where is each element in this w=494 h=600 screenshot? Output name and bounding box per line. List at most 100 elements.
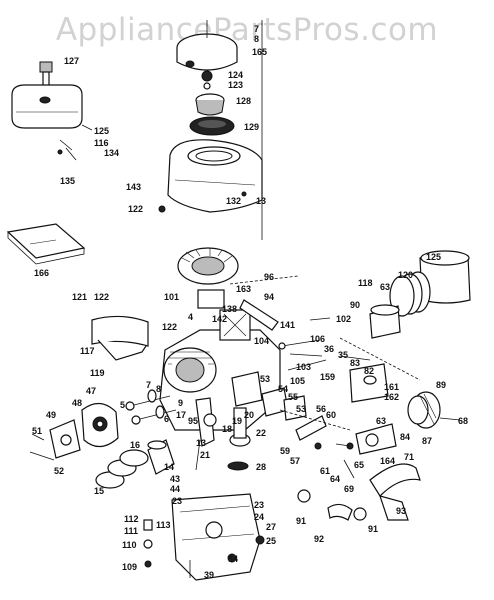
label-39: 39: [204, 570, 215, 580]
label-127: 127: [64, 56, 80, 66]
label-161: 161: [384, 382, 400, 392]
label-82: 82: [364, 366, 375, 376]
part-129-spring: [189, 116, 235, 136]
label-95: 95: [188, 416, 199, 426]
label-111: 111: [124, 526, 139, 536]
label-52: 52: [54, 466, 65, 476]
label-143: 143: [126, 182, 142, 192]
label-110: 110: [122, 540, 137, 550]
part-14-piston: [147, 439, 175, 475]
label-14: 14: [164, 462, 175, 472]
label-21: 21: [200, 450, 211, 460]
label-35: 35: [338, 350, 349, 360]
part-125-air-cleaner: [419, 250, 471, 304]
part-164-float: [355, 423, 397, 455]
label-22: 22: [256, 428, 267, 438]
label-141: 141: [280, 320, 296, 330]
label-138: 138: [222, 304, 238, 314]
label-125: 125: [94, 126, 110, 136]
label-113: 113: [156, 520, 171, 530]
label-36: 36: [324, 344, 335, 354]
label-71: 71: [404, 452, 415, 462]
part-91-clamp: [297, 489, 367, 521]
label-6: 6: [164, 414, 170, 424]
label-8: 8: [254, 34, 260, 44]
part-93-elbow: [369, 463, 421, 521]
label-104: 104: [254, 336, 270, 346]
label-7-b: 7: [146, 380, 152, 390]
part-124-washer: [201, 70, 213, 90]
label-102: 102: [336, 314, 352, 324]
label-44: 44: [170, 484, 181, 494]
label-101: 101: [164, 292, 180, 302]
label-56: 56: [316, 404, 327, 414]
label-159: 159: [320, 372, 336, 382]
label-55: 55: [288, 392, 299, 402]
label-122-b: 122: [94, 292, 110, 302]
label-60: 60: [326, 410, 337, 420]
part-165-starter: [176, 20, 238, 71]
label-120: 120: [398, 270, 414, 280]
part-90-element-cup: [369, 304, 401, 339]
label-53-b: 53: [296, 404, 307, 414]
label-83: 83: [350, 358, 361, 368]
label-47: 47: [86, 386, 97, 396]
label-49: 49: [46, 410, 57, 420]
label-125-aircleaner: 125: [426, 252, 442, 262]
label-90: 90: [350, 300, 361, 310]
part-28-bolt: [227, 461, 249, 471]
part-121-baffle: [91, 315, 149, 361]
label-18: 18: [222, 424, 233, 434]
label-23-a: 23: [172, 496, 183, 506]
part-125-muffler: [11, 84, 93, 131]
label-61: 61: [320, 466, 331, 476]
part-crankshaft: [195, 397, 217, 471]
label-54: 54: [278, 384, 289, 394]
part-48-bearing-plate: [81, 402, 119, 448]
label-106: 106: [310, 334, 326, 344]
label-129: 129: [244, 122, 260, 132]
label-134: 134: [104, 148, 120, 158]
label-91-a: 91: [296, 516, 307, 526]
part-60-lever: [295, 415, 327, 450]
label-16: 16: [130, 440, 141, 450]
part-116-screws: [57, 139, 77, 161]
label-5: 5: [120, 400, 126, 410]
part-15-piston-rings: [95, 449, 149, 489]
part-128-cup: [195, 93, 225, 116]
part-120-filter-element: [389, 271, 431, 317]
label-93: 93: [396, 506, 407, 516]
label-89: 89: [436, 380, 447, 390]
label-162: 162: [384, 392, 400, 402]
label-112: 112: [124, 514, 139, 524]
label-164: 164: [380, 456, 396, 466]
label-64: 64: [330, 474, 341, 484]
label-48: 48: [72, 398, 83, 408]
label-19: 19: [232, 416, 243, 426]
label-4: 4: [188, 312, 194, 322]
label-119: 119: [90, 368, 105, 378]
part-49-gasket: [49, 419, 81, 459]
part-65-nozzle: [335, 442, 355, 479]
label-163: 163: [236, 284, 252, 294]
label-69: 69: [344, 484, 355, 494]
label-51: 51: [32, 426, 43, 436]
label-13: 13: [256, 196, 267, 206]
label-92: 92: [314, 534, 325, 544]
label-65: 65: [354, 460, 365, 470]
label-123: 123: [228, 80, 244, 90]
label-15: 15: [94, 486, 105, 496]
label-103: 103: [296, 362, 312, 372]
label-124: 124: [228, 70, 244, 80]
part-82-carburetor: [339, 355, 389, 403]
label-8-b: 8: [156, 384, 162, 394]
part-engine-block: [159, 289, 281, 431]
part-53-breather: [231, 371, 307, 421]
part-89-filter: [407, 391, 461, 429]
label-34: 34: [228, 554, 239, 564]
label-128: 128: [236, 96, 252, 106]
part-143-blower-housing: [158, 139, 263, 213]
label-87: 87: [422, 436, 433, 446]
